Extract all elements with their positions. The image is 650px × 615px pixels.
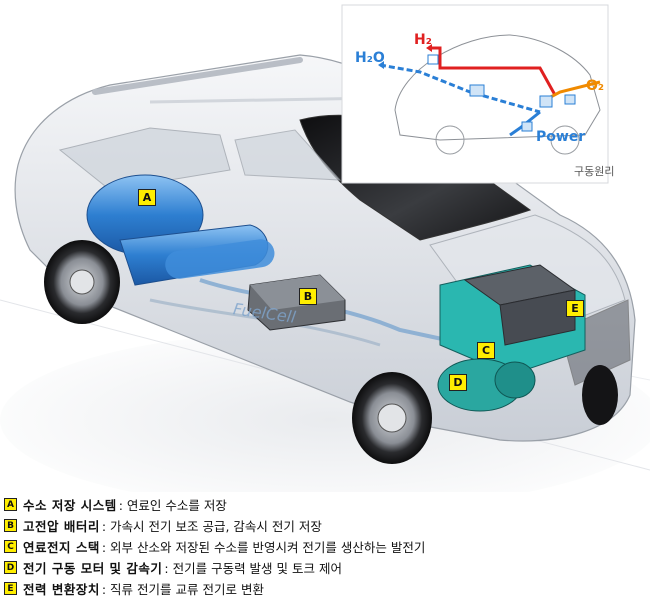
legend-term-e: 전력 변환장치 [23, 582, 100, 597]
legend-desc-b: : 가속시 전기 보조 공급, 감속시 전기 저장 [101, 519, 322, 534]
legend-key-a: A [4, 498, 17, 511]
legend-key-b: B [4, 519, 17, 532]
legend-desc-c: : 외부 산소와 저장된 수소를 반영시켜 전기를 생산하는 발전기 [101, 540, 426, 555]
legend-term-b: 고전압 배터리 [23, 519, 100, 534]
h2-label: H₂ [414, 32, 432, 48]
legend-row-e: E 전력 변환장치 : 직류 전기를 교류 전기로 변환 [4, 578, 648, 599]
marker-e: E [566, 300, 584, 317]
inset-caption: 구동원리 [574, 165, 615, 178]
car-cutaway-drawing: FuelCell [0, 4, 650, 510]
legend-row-b: B 고전압 배터리 : 가속시 전기 보조 공급, 감속시 전기 저장 [4, 515, 648, 536]
legend-desc-d: : 전기를 구동력 발생 및 토크 제어 [164, 561, 342, 576]
legend-desc-e: : 직류 전기를 교류 전기로 변환 [101, 582, 264, 597]
operating-principle-inset [341, 4, 609, 184]
legend-row-d: D 전기 구동 모터 및 감속기 : 전기를 구동력 발생 및 토크 제어 [4, 557, 648, 578]
component-legend: A 수소 저장 시스템 : 연료인 수소를 저장 B 고전압 배터리 : 가속시… [4, 494, 648, 599]
legend-key-c: C [4, 540, 17, 553]
power-label: Power [536, 129, 586, 145]
legend-term-c: 연료전지 스택 [23, 540, 100, 555]
legend-desc-a: : 연료인 수소를 저장 [118, 498, 227, 513]
legend-key-e: E [4, 582, 17, 595]
legend-term-a: 수소 저장 시스템 [23, 498, 117, 513]
legend-key-d: D [4, 561, 17, 574]
marker-d: D [449, 374, 467, 391]
marker-c: C [477, 342, 495, 359]
o2-label: O₂ [586, 78, 605, 94]
fuel-cell-car-illustration: FuelCell H₂ H₂O O₂ Power 구동원리 A B C D E [0, 4, 650, 510]
legend-term-d: 전기 구동 모터 및 감속기 [23, 561, 163, 576]
legend-row-c: C 연료전지 스택 : 외부 산소와 저장된 수소를 반영시켜 전기를 생산하는… [4, 536, 648, 557]
h2o-label: H₂O [355, 50, 385, 66]
marker-a: A [138, 189, 156, 206]
marker-b: B [299, 288, 317, 305]
legend-row-a: A 수소 저장 시스템 : 연료인 수소를 저장 [4, 494, 648, 515]
